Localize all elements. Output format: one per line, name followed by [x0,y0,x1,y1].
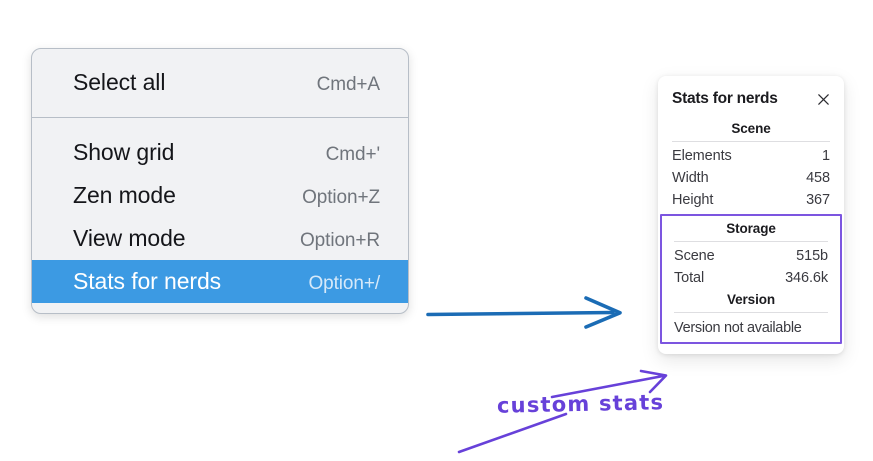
stat-row-storage-total: Total 346.6k [662,267,840,289]
stat-key: Width [672,170,709,186]
menu-item-label: View mode [73,224,186,251]
purple-tail-stroke [457,412,568,454]
stat-key: Scene [674,248,715,264]
section-rule [674,312,828,313]
menu-item-shortcut: Cmd+A [316,74,380,95]
stat-value: 367 [806,192,830,208]
stat-key: Height [672,192,714,208]
stat-value: 1 [822,148,830,164]
stat-value: 458 [806,170,830,186]
stats-section-scene: Scene Elements 1 Width 458 Height 367 [658,118,844,211]
menu-item-shortcut: Option+/ [308,272,380,294]
stat-value: 515b [796,248,828,264]
stat-row-elements: Elements 1 [658,145,844,167]
version-not-available-text: Version not available [674,320,802,336]
menu-item-zen-mode[interactable]: Zen mode Option+Z [32,174,408,217]
stat-row-storage-scene: Scene 515b [662,245,840,267]
menu-item-view-mode[interactable]: View mode Option+R [32,217,408,260]
custom-stats-highlight-box: Storage Scene 515b Total 346.6k Version … [660,214,842,344]
context-menu[interactable]: Select all Cmd+A Show grid Cmd+' Zen mod… [31,48,409,314]
menu-item-label: Select all [73,69,166,95]
blue-arrow-menu-to-panel [426,296,622,329]
stat-key: Elements [672,148,732,164]
menu-section-view: Show grid Cmd+' Zen mode Option+Z View m… [32,118,408,303]
section-rule [674,241,828,242]
panel-header: Stats for nerds [658,87,844,118]
menu-item-label: Show grid [73,138,175,165]
stat-value: 346.6k [785,270,828,286]
menu-section-primary: Select all Cmd+A [32,49,408,117]
menu-item-shortcut: Option+R [300,229,380,251]
menu-item-stats-for-nerds[interactable]: Stats for nerds Option+/ [32,259,408,303]
menu-item-select-all[interactable]: Select all Cmd+A [32,61,408,104]
section-rule [672,141,830,142]
stats-section-storage: Storage Scene 515b Total 346.6k [662,218,840,289]
section-heading-version: Version [726,292,776,307]
stat-key: Total [674,270,705,286]
menu-item-label: Zen mode [73,181,176,208]
stats-for-nerds-panel: Stats for nerds Scene Elements 1 Width 4… [658,76,844,354]
menu-item-label: Stats for nerds [73,267,222,294]
custom-stats-annotation-label: custom stats [496,390,665,418]
section-heading-scene: Scene [731,121,771,136]
section-heading-storage: Storage [726,221,776,236]
menu-item-shortcut: Cmd+' [325,143,380,165]
menu-divider [32,116,408,118]
menu-item-shortcut: Option+Z [302,186,380,208]
panel-title: Stats for nerds [672,90,778,107]
stat-row-width: Width 458 [658,167,844,189]
stat-row-height: Height 367 [658,189,844,211]
menu-item-show-grid[interactable]: Show grid Cmd+' [32,131,408,174]
stats-section-version: Version Version not available [662,289,840,338]
close-icon[interactable] [816,92,831,107]
